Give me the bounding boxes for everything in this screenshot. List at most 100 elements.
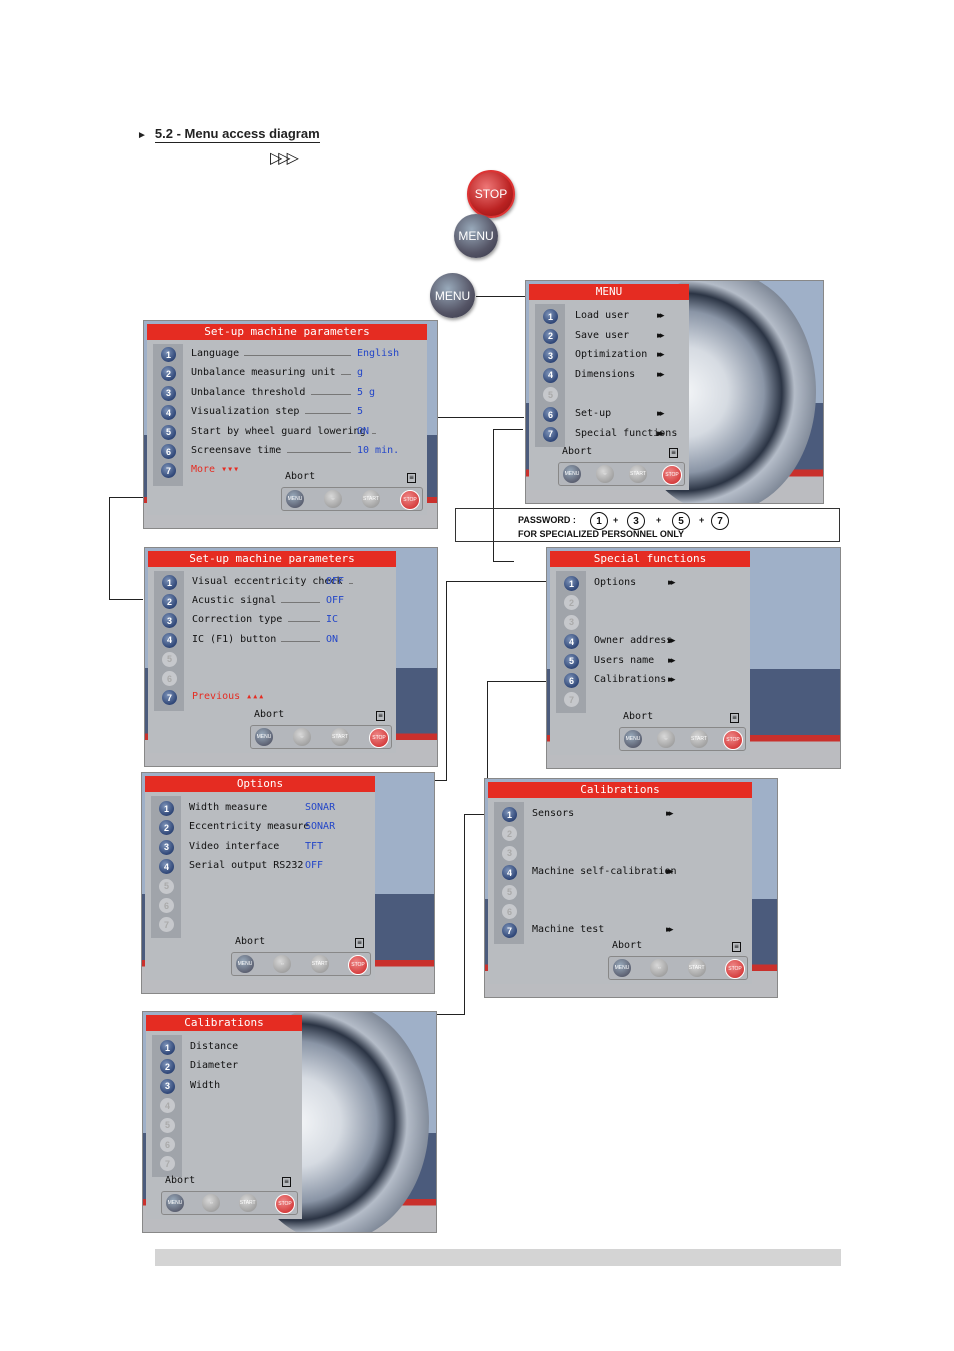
abort-label[interactable]: Abort [165, 1175, 196, 1186]
menu-item-label[interactable]: Set-up [575, 408, 612, 419]
item-number[interactable]: 4 [162, 632, 177, 648]
abort-label[interactable]: Abort [612, 940, 643, 951]
menu-item-label[interactable]: Acustic signal [192, 595, 277, 607]
start-key[interactable]: START [310, 955, 329, 973]
stop-key[interactable]: STOP [275, 1194, 295, 1214]
item-number[interactable]: 7 [162, 690, 177, 706]
item-number[interactable]: 2 [159, 820, 174, 836]
menu-item-label[interactable]: Screensave time [191, 445, 282, 456]
start-key[interactable]: START [687, 959, 706, 977]
item-number[interactable]: 6 [161, 444, 176, 459]
menu-item-label[interactable]: Load user [575, 310, 630, 321]
start-key[interactable]: START [629, 465, 647, 483]
menu-key[interactable]: MENU [613, 959, 631, 977]
menu-button[interactable]: MENU [454, 214, 498, 258]
menu-item-label[interactable]: Eccentricity measure [189, 821, 310, 833]
menu-item-label[interactable]: More ▾▾▾ [191, 464, 240, 476]
item-number[interactable]: 4 [543, 367, 558, 383]
abort-label[interactable]: Abort [285, 471, 316, 482]
menu-key[interactable]: MENU [255, 728, 273, 746]
abort-label[interactable]: Abort [562, 446, 593, 457]
start-key[interactable]: START [238, 1194, 257, 1212]
swap-key[interactable]: ⇔ [293, 728, 311, 746]
item-number[interactable]: 3 [159, 839, 174, 855]
menu-item-label[interactable]: Video interface [189, 840, 280, 852]
menu-item-label[interactable]: Language [191, 348, 240, 359]
menu-item-label[interactable]: Start by wheel guard lowering [191, 425, 366, 437]
item-number[interactable]: 4 [502, 865, 517, 881]
menu-item-label[interactable]: Special functions [575, 427, 678, 439]
stop-button[interactable]: STOP [467, 170, 515, 218]
menu-key[interactable]: MENU [166, 1194, 184, 1212]
menu-item-label[interactable]: Width measure [189, 802, 268, 813]
item-number[interactable]: 4 [161, 405, 176, 421]
menu-button-2[interactable]: MENU [430, 273, 475, 318]
start-key[interactable]: START [362, 490, 380, 508]
menu-item-label[interactable]: Dimensions [575, 368, 636, 380]
item-number[interactable]: 2 [161, 366, 176, 382]
abort-label[interactable]: Abort [235, 936, 266, 947]
menu-item-label[interactable]: Width [190, 1079, 221, 1091]
menu-key[interactable]: MENU [286, 490, 304, 508]
item-number[interactable]: 3 [162, 613, 177, 629]
item-number[interactable]: 7 [502, 923, 517, 939]
swap-key[interactable]: ⇔ [202, 1194, 221, 1212]
menu-key[interactable]: MENU [563, 465, 581, 483]
item-number[interactable]: 4 [159, 859, 174, 875]
item-number[interactable]: 4 [564, 634, 579, 650]
menu-item-label[interactable]: Machine self-calibration [532, 866, 677, 878]
item-number[interactable]: 2 [160, 1059, 175, 1075]
menu-item-label[interactable]: Visualization step [191, 406, 300, 418]
stop-key[interactable]: STOP [348, 955, 368, 975]
abort-label[interactable]: Abort [623, 711, 654, 722]
item-number[interactable]: 7 [161, 463, 176, 479]
swap-key[interactable]: ⇔ [324, 490, 342, 508]
item-number[interactable]: 6 [564, 673, 579, 688]
menu-item-label[interactable]: Diameter [190, 1060, 239, 1072]
menu-item-label[interactable]: Save user [575, 329, 630, 341]
menu-item-label[interactable]: Visual eccentricity check [192, 576, 343, 587]
menu-item-label[interactable]: Options [594, 577, 637, 588]
item-number[interactable]: 1 [543, 309, 558, 324]
menu-key[interactable]: MENU [236, 955, 254, 973]
menu-item-label[interactable]: Owner address [594, 635, 673, 647]
item-number[interactable]: 1 [162, 575, 177, 590]
menu-item-label[interactable]: IC (F1) button [192, 633, 277, 645]
menu-item-label[interactable]: Serial output RS232 [189, 860, 304, 872]
item-number[interactable]: 6 [543, 407, 558, 422]
start-key[interactable]: START [331, 728, 349, 746]
stop-key[interactable]: STOP [723, 730, 743, 750]
swap-key[interactable]: ⇔ [650, 959, 669, 977]
item-number[interactable]: 1 [159, 801, 174, 816]
item-number[interactable]: 7 [543, 426, 558, 442]
swap-key[interactable]: ⇔ [657, 730, 675, 748]
menu-item-label[interactable]: Sensors [532, 808, 575, 819]
menu-item-label[interactable]: Optimization [575, 349, 648, 361]
menu-item-label[interactable]: Distance [190, 1041, 239, 1052]
start-key[interactable]: START [690, 730, 708, 748]
stop-key[interactable]: STOP [369, 728, 389, 748]
item-number[interactable]: 1 [161, 347, 176, 362]
menu-item-label[interactable]: Users name [594, 654, 655, 666]
item-number[interactable]: 1 [564, 576, 579, 591]
menu-item-label[interactable]: Calibrations [594, 674, 667, 685]
item-number[interactable]: 5 [564, 653, 579, 669]
stop-key[interactable]: STOP [725, 959, 745, 979]
item-number[interactable]: 1 [160, 1040, 175, 1055]
stop-key[interactable]: STOP [662, 465, 682, 485]
item-number[interactable]: 3 [161, 385, 176, 401]
item-number[interactable]: 5 [161, 424, 176, 440]
swap-key[interactable]: ⇔ [273, 955, 292, 973]
menu-item-label[interactable]: Unbalance measuring unit [191, 367, 336, 379]
menu-item-label[interactable]: Machine test [532, 924, 605, 936]
stop-key[interactable]: STOP [400, 490, 420, 510]
abort-label[interactable]: Abort [254, 709, 285, 720]
menu-item-label[interactable]: Correction type [192, 614, 283, 626]
item-number[interactable]: 2 [543, 328, 558, 344]
item-number[interactable]: 1 [502, 807, 517, 822]
item-number[interactable]: 3 [160, 1078, 175, 1094]
menu-item-label[interactable]: Unbalance threshold [191, 386, 306, 398]
menu-item-label[interactable]: Previous ▴▴▴ [192, 691, 265, 703]
menu-key[interactable]: MENU [624, 730, 642, 748]
item-number[interactable]: 3 [543, 348, 558, 364]
